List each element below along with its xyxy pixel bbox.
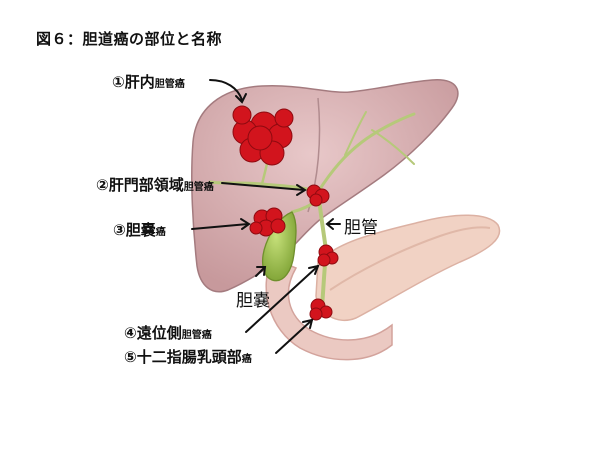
tumor-gallbladder	[249, 207, 286, 237]
label-gallbladder: ③胆嚢癌	[113, 219, 166, 240]
arrows	[191, 79, 341, 354]
pancreatic-duct	[329, 226, 491, 291]
label-small: 癌	[241, 354, 252, 365]
label-main: ②肝門部領域	[96, 176, 184, 194]
tumor-ampulla	[309, 298, 333, 321]
label-distal: ④遠位側胆管癌	[124, 322, 212, 343]
label-main: ④遠位側	[124, 324, 182, 342]
tumor-intrahepatic	[232, 105, 294, 166]
label-small: 胆管癌	[183, 182, 214, 193]
label-small: 胆管癌	[154, 79, 185, 90]
label-main: ⑤十二指腸乳頭部	[124, 348, 242, 366]
organ-label-bile-duct: 胆管	[344, 218, 378, 238]
label-main: ①肝内	[112, 73, 155, 91]
label-hilar: ②肝門部領域胆管癌	[96, 174, 214, 195]
label-ampulla: ⑤十二指腸乳頭部癌	[124, 346, 252, 367]
label-main: ③胆嚢	[113, 221, 156, 239]
organ-label-gallbladder: 胆嚢	[236, 291, 270, 311]
tumor-distal	[317, 244, 339, 267]
label-intrahepatic: ①肝内胆管癌	[112, 71, 185, 92]
label-small: 癌	[155, 227, 166, 238]
pancreas	[315, 214, 501, 321]
tumor-hilar	[306, 184, 330, 207]
figure-title: 図６：胆道癌の部位と名称	[36, 30, 223, 48]
label-small: 胆管癌	[181, 330, 212, 341]
